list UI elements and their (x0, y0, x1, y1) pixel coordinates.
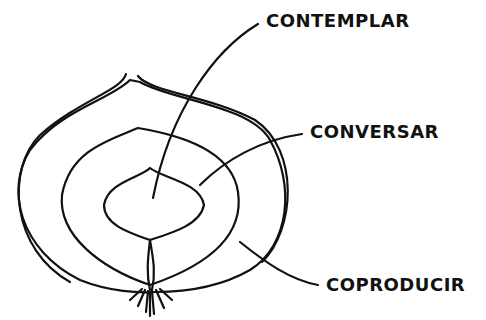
onion-middle-layer (62, 128, 239, 285)
layer-label: CONVERSAR (308, 121, 441, 143)
onion-core-stem (148, 240, 154, 290)
leader-line (153, 24, 258, 198)
onion-inner-core (104, 168, 204, 240)
onion-roots (130, 289, 172, 316)
leader-line (200, 134, 302, 185)
leader-line (240, 242, 318, 285)
onion-outer-skin (19, 74, 288, 282)
layer-label: COPRODUCIR (324, 274, 467, 296)
onion-outer-layer (18, 80, 285, 292)
layer-label: CONTEMPLAR (264, 10, 412, 32)
